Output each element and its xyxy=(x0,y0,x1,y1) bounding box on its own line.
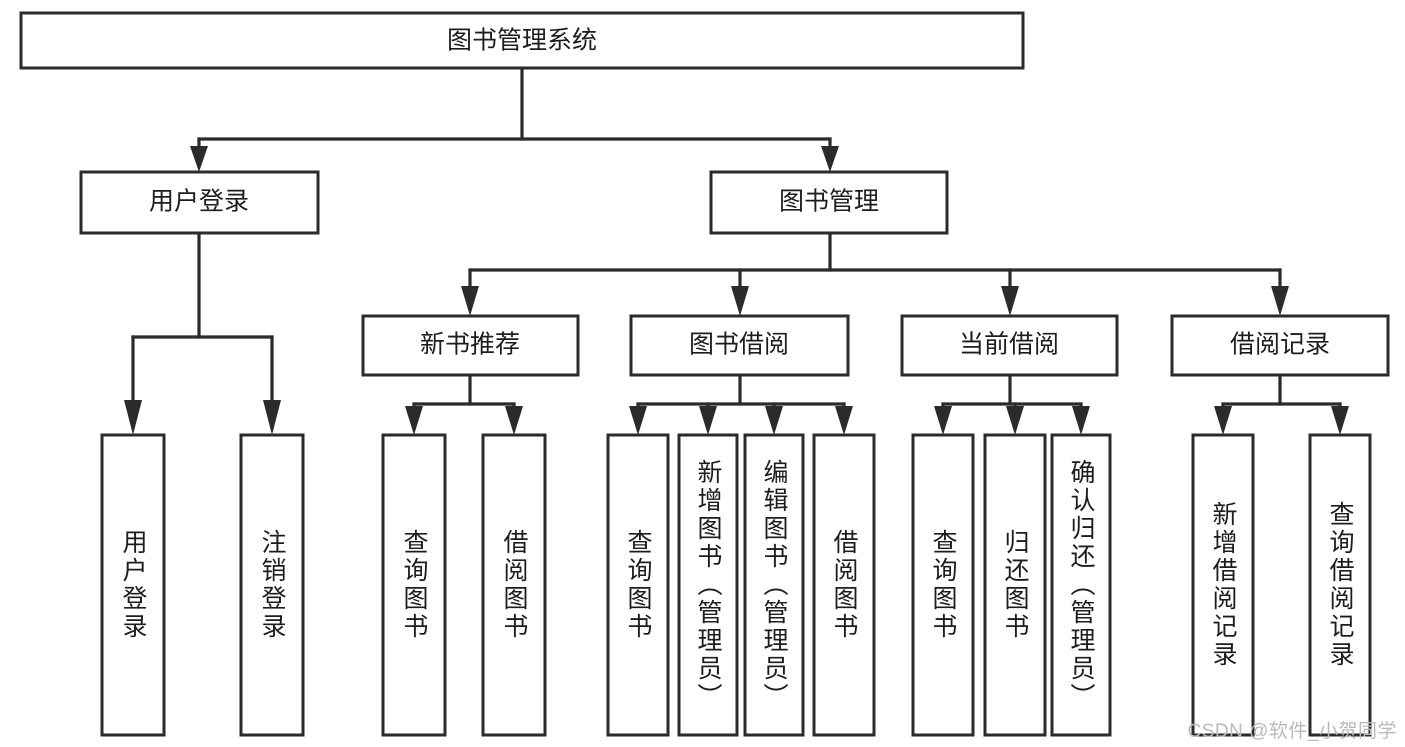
node-current-borrow-label: 当前借阅 xyxy=(959,331,1059,359)
arrow-head-leaf-add-book-admin xyxy=(699,406,717,435)
node-leaf-add-book-admin-label: 新增图书（管理员） xyxy=(694,459,723,711)
node-leaf-user-login[interactable]: 用户登录 xyxy=(100,433,166,737)
node-leaf-add-borrow-record[interactable]: 新增借阅记录 xyxy=(1191,433,1255,737)
node-leaf-edit-book-admin-label: 编辑图书（管理员） xyxy=(760,459,789,711)
node-user-login-box[interactable] xyxy=(79,170,320,235)
node-root-label: 图书管理系统 xyxy=(447,27,597,55)
arrow-head-leaf-logout-login xyxy=(263,400,281,435)
arrow-head-book-borrow xyxy=(731,286,749,316)
arrow-head-leaf-query-book-borrow xyxy=(629,406,647,435)
node-leaf-edit-book-admin[interactable]: 编辑图书（管理员） xyxy=(743,433,805,737)
node-borrow-record[interactable]: 借阅记录 xyxy=(1170,314,1390,377)
arrow-head-leaf-borrow-book-recommend xyxy=(505,406,523,435)
node-book-borrow-box[interactable] xyxy=(629,314,850,377)
node-new-book-recommend[interactable]: 新书推荐 xyxy=(361,314,580,377)
node-leaf-return-book-box[interactable] xyxy=(983,433,1047,737)
node-leaf-query-book-current-label: 查询图书 xyxy=(929,529,958,641)
node-leaf-add-borrow-record-box[interactable] xyxy=(1191,433,1255,737)
node-leaf-query-borrow-record[interactable]: 查询借阅记录 xyxy=(1308,433,1372,737)
arrow-head-leaf-borrow-book xyxy=(835,406,853,435)
arrow-head-current-borrow xyxy=(1001,286,1019,316)
node-leaf-user-login-label: 用户登录 xyxy=(119,529,148,641)
arrow-head-leaf-return-book xyxy=(1006,406,1024,435)
connector-layer xyxy=(124,66,1349,435)
node-book-borrow[interactable]: 图书借阅 xyxy=(629,314,850,377)
node-leaf-borrow-book-box[interactable] xyxy=(812,433,876,737)
node-leaf-borrow-book-label: 借阅图书 xyxy=(830,529,859,641)
node-book-management[interactable]: 图书管理 xyxy=(709,170,949,235)
node-borrow-record-label: 借阅记录 xyxy=(1230,331,1330,359)
node-book-management-box[interactable] xyxy=(709,170,949,235)
node-leaf-return-book-label: 归还图书 xyxy=(1001,529,1030,641)
arrow-head-leaf-user-login xyxy=(124,400,142,435)
node-leaf-query-book-current-box[interactable] xyxy=(911,433,975,737)
node-leaf-query-book-borrow-box[interactable] xyxy=(606,433,670,737)
node-leaf-borrow-book-recommend-box[interactable] xyxy=(481,433,547,737)
arrow-head-new-book-recommend xyxy=(461,286,479,316)
node-leaf-query-borrow-record-label: 查询借阅记录 xyxy=(1326,501,1355,669)
node-leaf-query-borrow-record-box[interactable] xyxy=(1308,433,1372,737)
node-user-login-label: 用户登录 xyxy=(149,188,249,216)
arrow-head-leaf-query-book-recommend xyxy=(405,406,423,435)
node-leaf-borrow-book[interactable]: 借阅图书 xyxy=(812,433,876,737)
arrow-head-leaf-edit-book-admin xyxy=(765,406,783,435)
node-root[interactable]: 图书管理系统 xyxy=(19,11,1025,70)
node-leaf-query-book-borrow-label: 查询图书 xyxy=(624,529,653,641)
node-leaf-add-borrow-record-label: 新增借阅记录 xyxy=(1209,501,1238,669)
node-leaf-confirm-return-admin-label: 确认归还（管理员） xyxy=(1067,459,1096,711)
node-book-borrow-label: 图书借阅 xyxy=(689,331,789,359)
arrow-head-leaf-query-book-current xyxy=(934,406,952,435)
node-leaf-user-login-box[interactable] xyxy=(100,433,166,737)
node-leaf-borrow-book-recommend-label: 借阅图书 xyxy=(500,529,529,641)
node-new-book-recommend-box[interactable] xyxy=(361,314,580,377)
node-leaf-query-book-recommend-label: 查询图书 xyxy=(400,529,429,641)
node-leaf-edit-book-admin-box[interactable] xyxy=(743,433,805,737)
node-leaf-return-book[interactable]: 归还图书 xyxy=(983,433,1047,737)
node-leaf-logout-login[interactable]: 注销登录 xyxy=(239,433,305,737)
node-book-management-label: 图书管理 xyxy=(779,188,879,216)
arrow-head-leaf-query-borrow-record xyxy=(1331,406,1349,435)
node-leaf-confirm-return-admin-box[interactable] xyxy=(1050,433,1112,737)
arrow-head-leaf-confirm-return-admin xyxy=(1072,406,1090,435)
node-leaf-confirm-return-admin[interactable]: 确认归还（管理员） xyxy=(1050,433,1112,737)
arrow-head-book-management xyxy=(821,146,839,172)
node-leaf-query-book-recommend[interactable]: 查询图书 xyxy=(381,433,447,737)
node-current-borrow-box[interactable] xyxy=(900,314,1119,377)
node-leaf-add-book-admin[interactable]: 新增图书（管理员） xyxy=(677,433,739,737)
node-leaf-borrow-book-recommend[interactable]: 借阅图书 xyxy=(481,433,547,737)
node-leaf-add-book-admin-box[interactable] xyxy=(677,433,739,737)
arrow-head-user-login xyxy=(190,146,208,172)
node-user-login[interactable]: 用户登录 xyxy=(79,170,320,235)
arrow-head-leaf-add-borrow-record xyxy=(1214,406,1232,435)
node-leaf-query-book-recommend-box[interactable] xyxy=(381,433,447,737)
node-new-book-recommend-label: 新书推荐 xyxy=(420,331,520,359)
node-borrow-record-box[interactable] xyxy=(1170,314,1390,377)
node-root-box[interactable] xyxy=(19,11,1025,70)
arrow-head-borrow-record xyxy=(1271,286,1289,316)
node-leaf-logout-login-box[interactable] xyxy=(239,433,305,737)
node-leaf-logout-login-label: 注销登录 xyxy=(258,529,287,641)
node-leaf-query-book-current[interactable]: 查询图书 xyxy=(911,433,975,737)
node-current-borrow[interactable]: 当前借阅 xyxy=(900,314,1119,377)
node-leaf-query-book-borrow[interactable]: 查询图书 xyxy=(606,433,670,737)
